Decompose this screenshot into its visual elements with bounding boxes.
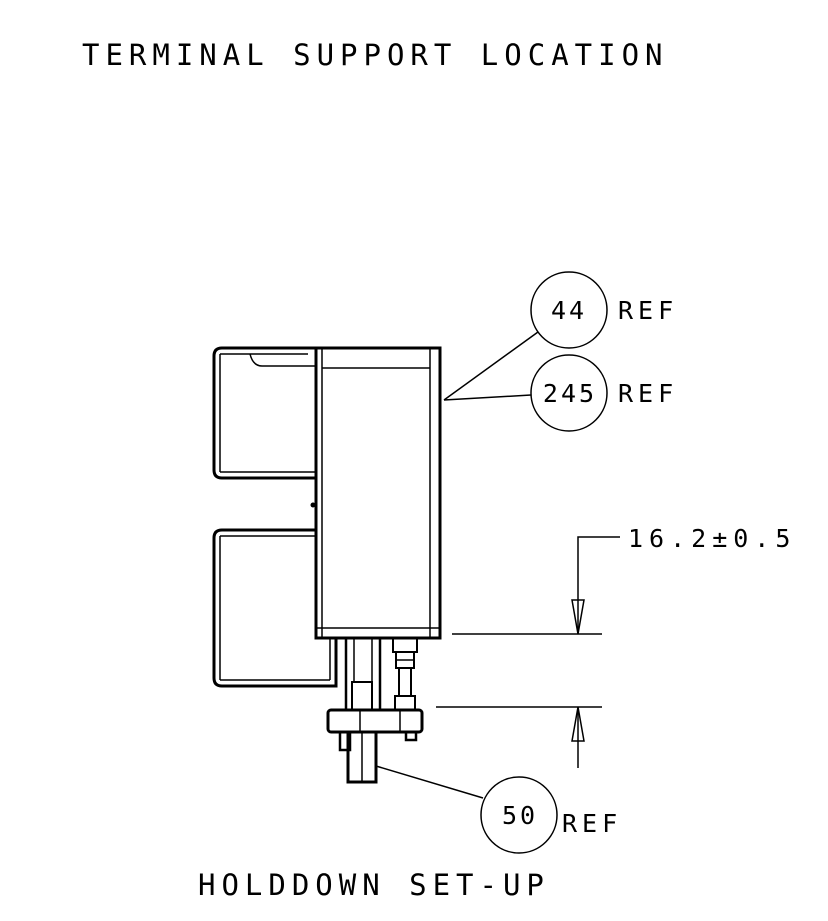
balloon-50-ref: REF [562, 809, 622, 838]
balloon-245-number: 245 [543, 379, 597, 408]
holddown-rods [344, 636, 418, 712]
balloon-50: 50 REF [375, 765, 622, 854]
balloon-44-number: 44 [551, 296, 587, 325]
holddown-clamp [326, 708, 424, 784]
left-bracket-lower [212, 528, 338, 688]
balloon-44: 44 REF [443, 271, 678, 401]
dimension-value: 16.2±0.5 [628, 524, 796, 553]
balloon-44-ref: REF [618, 296, 678, 325]
balloon-50-number: 50 [502, 801, 538, 830]
balloon-245: 245 REF [443, 354, 678, 432]
drawing-title: TERMINAL SUPPORT LOCATION [82, 38, 669, 72]
main-housing [310, 346, 442, 640]
balloon-245-ref: REF [618, 379, 678, 408]
dimension-16-2: 16.2±0.5 [436, 524, 796, 768]
view-caption: HOLDDOWN SET-UP [198, 868, 550, 902]
left-bracket-upper [212, 346, 316, 480]
